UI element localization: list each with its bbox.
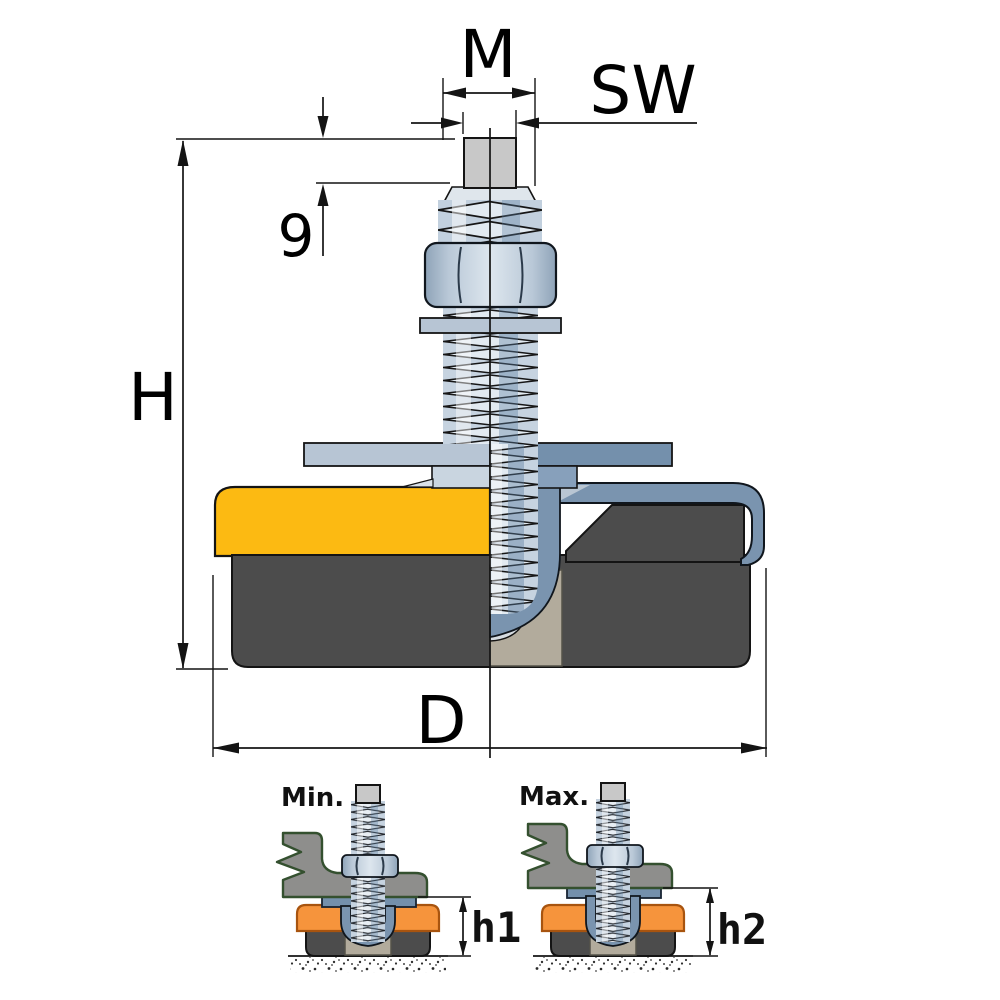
dimension-H: H	[128, 140, 228, 670]
boss-left	[431, 465, 491, 489]
dimension-M: M	[442, 16, 536, 186]
max-threaded-rod	[596, 799, 630, 942]
label-max: Max.	[519, 782, 589, 812]
label-total-height: H	[128, 359, 178, 436]
ground-texture	[535, 957, 691, 973]
label-base-diameter: D	[416, 682, 467, 759]
main-sectioned-view: M SW 9 H	[128, 16, 767, 759]
max-stud-tip	[600, 782, 626, 802]
min-stud-tip	[355, 784, 381, 804]
label-h1: h1	[471, 903, 522, 952]
label-wrench-size: SW	[589, 52, 696, 129]
cap-yellow-left	[213, 485, 492, 558]
max-installation-view: h2 Max.	[519, 782, 767, 973]
boss-chamfer-left	[401, 478, 434, 488]
threaded-rod-lower	[490, 444, 538, 614]
washer-plate-right	[536, 442, 673, 467]
dimension-h1: h1	[418, 896, 522, 957]
rubber-base-section	[565, 504, 745, 563]
min-hex-nut	[341, 854, 399, 878]
dimension-9: 9	[176, 97, 455, 270]
label-thread-size: M	[460, 16, 517, 93]
min-installation-view: h1 Min.	[275, 783, 522, 973]
label-min: Min.	[281, 783, 344, 813]
max-hex-nut	[586, 844, 644, 868]
dimension-SW: SW	[411, 52, 697, 150]
dimension-h2: h2	[663, 887, 768, 957]
ground-texture	[290, 957, 446, 973]
washer-plate-left	[303, 442, 491, 467]
min-machine-base	[275, 831, 429, 899]
label-stud-protrusion: 9	[278, 202, 315, 270]
label-h2: h2	[717, 905, 768, 954]
dimension-D: D	[212, 568, 767, 759]
boss-right	[536, 465, 578, 489]
